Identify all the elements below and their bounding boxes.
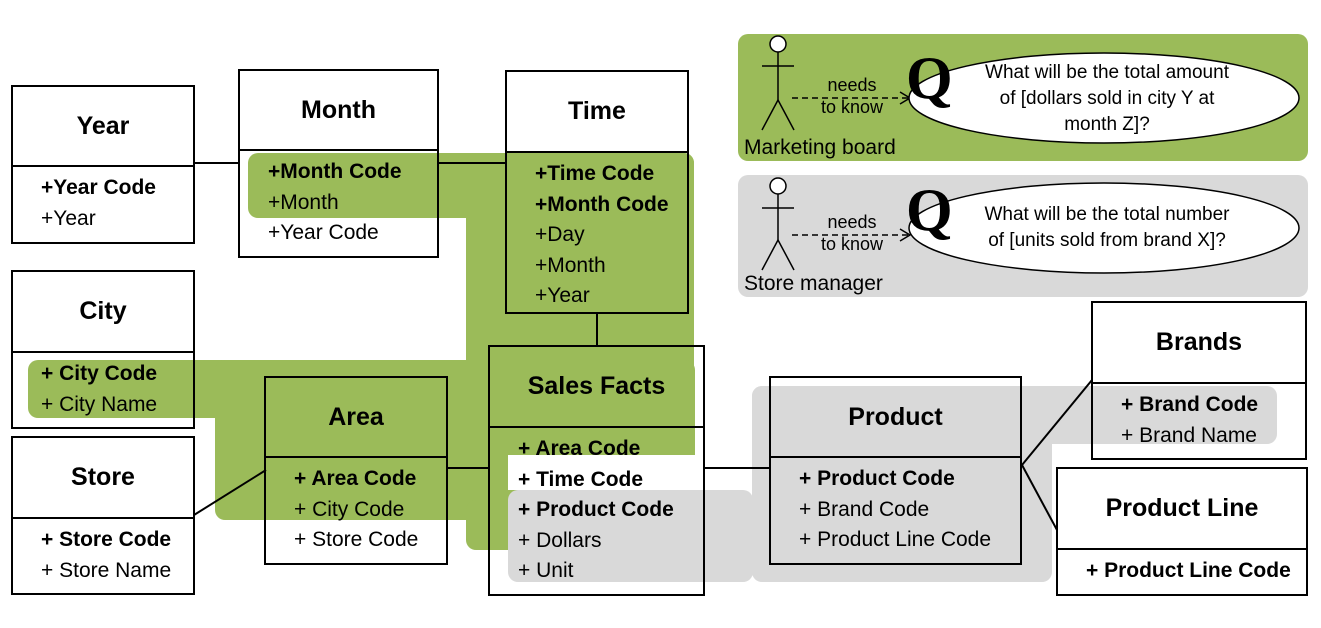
q-letter-1: Q xyxy=(906,45,953,111)
entity-attribute: + City Code xyxy=(41,362,158,385)
entity-title: Sales Facts xyxy=(490,347,703,428)
q-letter-2: Q xyxy=(906,177,953,243)
entity-attributes: + City Code + City Name xyxy=(13,353,193,420)
entity-attribute: + Time Code xyxy=(518,467,644,491)
entity-attribute: + Store Code xyxy=(294,528,419,551)
highlight-gap xyxy=(508,455,752,490)
role-store-manager: Store manager xyxy=(744,272,883,295)
question-line: What will be the total number xyxy=(984,204,1230,225)
to-know-text: to know xyxy=(820,234,884,254)
question-line: What will be the total amount xyxy=(985,62,1229,83)
entity-attribute: + Brand Code xyxy=(1121,393,1259,416)
role-marketing-board: Marketing board xyxy=(744,136,896,159)
entity-attribute: +Year Code xyxy=(41,176,156,199)
question-line: month Z]? xyxy=(1064,114,1150,135)
link-product-brands xyxy=(1021,379,1093,466)
question-text-2: What will be the total number of [units … xyxy=(948,202,1266,254)
entity-attribute: +Month Code xyxy=(268,160,402,183)
entity-attribute: + Dollars xyxy=(518,528,602,552)
to-know-text: to know xyxy=(820,97,884,117)
entity-attributes: +Year Code +Year xyxy=(13,167,193,234)
entity-attributes: +Time Code +Month Code +Day +Month +Year xyxy=(507,153,687,312)
entity-attribute: + Area Code xyxy=(518,437,641,460)
entity-attribute: + Product Code xyxy=(799,467,955,490)
highlight-gap xyxy=(248,218,466,360)
needs-text: needs xyxy=(827,75,877,95)
entity-brands: Brands + Brand Code + Brand Name xyxy=(1091,301,1307,460)
entity-title: Brands xyxy=(1093,303,1305,384)
entity-attribute: +Year Code xyxy=(268,221,379,244)
entity-title: Year xyxy=(13,87,193,167)
entity-month: Month +Month Code +Month +Year Code xyxy=(238,69,439,258)
entity-product-line: Product Line + Product Line Code xyxy=(1056,467,1308,596)
entity-attribute: + City Code xyxy=(294,497,405,521)
entity-attribute: +Year xyxy=(535,284,590,307)
grey-highlight xyxy=(508,490,753,582)
entity-attribute: + Product Line Code xyxy=(799,528,992,551)
entity-year: Year +Year Code +Year xyxy=(11,85,195,244)
entity-attribute: + Store Name xyxy=(41,558,172,582)
entity-attribute: + Product Line Code xyxy=(1086,559,1291,582)
actor-store-icon xyxy=(761,177,795,271)
question-line: of [units sold from brand X]? xyxy=(988,230,1226,251)
entity-attribute: + Brand Name xyxy=(1121,423,1257,447)
entity-title: Store xyxy=(13,438,193,519)
entity-attribute: +Year xyxy=(41,206,96,230)
entity-attribute: + Store Code xyxy=(41,528,172,551)
actor-marketing-icon xyxy=(761,35,795,131)
question-line: of [dollars sold in city Y at xyxy=(999,88,1215,109)
needs-label-1: needs to know xyxy=(808,74,896,118)
grey-highlight xyxy=(752,386,1052,582)
entity-attributes: + Area Code + Time Code + Product Code +… xyxy=(490,428,703,587)
entity-attribute: + Product Code xyxy=(518,498,674,521)
entity-title: City xyxy=(13,272,193,353)
entity-attributes: + Area Code + City Code + Store Code xyxy=(266,458,446,556)
entity-attribute: + Brand Code xyxy=(799,497,930,521)
entity-title: Month xyxy=(240,71,437,151)
question-ellipse-2 xyxy=(908,182,1300,274)
entity-time: Time +Time Code +Month Code +Day +Month … xyxy=(505,70,689,314)
entity-attribute: +Month xyxy=(268,190,339,214)
entity-product: Product + Product Code + Brand Code + Pr… xyxy=(769,376,1022,565)
entity-attribute: + City Name xyxy=(41,392,158,416)
entity-attribute: + Unit xyxy=(518,559,574,582)
question-text-1: What will be the total amount of [dollar… xyxy=(948,60,1266,138)
entity-attribute: + Area Code xyxy=(294,467,417,490)
entity-city: City + City Code + City Name xyxy=(11,270,195,429)
entity-attributes: + Product Line Code xyxy=(1058,550,1306,587)
entity-attribute: +Time Code xyxy=(535,162,655,185)
entity-attribute: +Day xyxy=(535,223,585,246)
question-ellipse-1 xyxy=(908,52,1300,144)
link-store-area xyxy=(193,469,267,516)
link-product-productline xyxy=(1021,464,1058,531)
entity-attribute: +Month xyxy=(535,253,606,277)
entity-attributes: + Brand Code + Brand Name xyxy=(1093,384,1305,451)
entity-attribute: +Month Code xyxy=(535,192,669,216)
entity-title: Time xyxy=(507,72,687,153)
needs-arrow-2 xyxy=(792,228,912,242)
entity-attributes: + Store Code + Store Name xyxy=(13,519,193,586)
entity-attributes: + Product Code + Brand Code + Product Li… xyxy=(771,458,1020,556)
needs-label-2: needs to know xyxy=(808,211,896,255)
entity-store: Store + Store Code + Store Name xyxy=(11,436,195,595)
entity-sales-facts: Sales Facts + Area Code + Time Code + Pr… xyxy=(488,345,705,596)
entity-title: Product Line xyxy=(1058,469,1306,550)
needs-text: needs xyxy=(827,212,877,232)
entity-area: Area + Area Code + City Code + Store Cod… xyxy=(264,376,448,565)
entity-title: Area xyxy=(266,378,446,458)
entity-attributes: +Month Code +Month +Year Code xyxy=(240,151,437,249)
entity-title: Product xyxy=(771,378,1020,458)
